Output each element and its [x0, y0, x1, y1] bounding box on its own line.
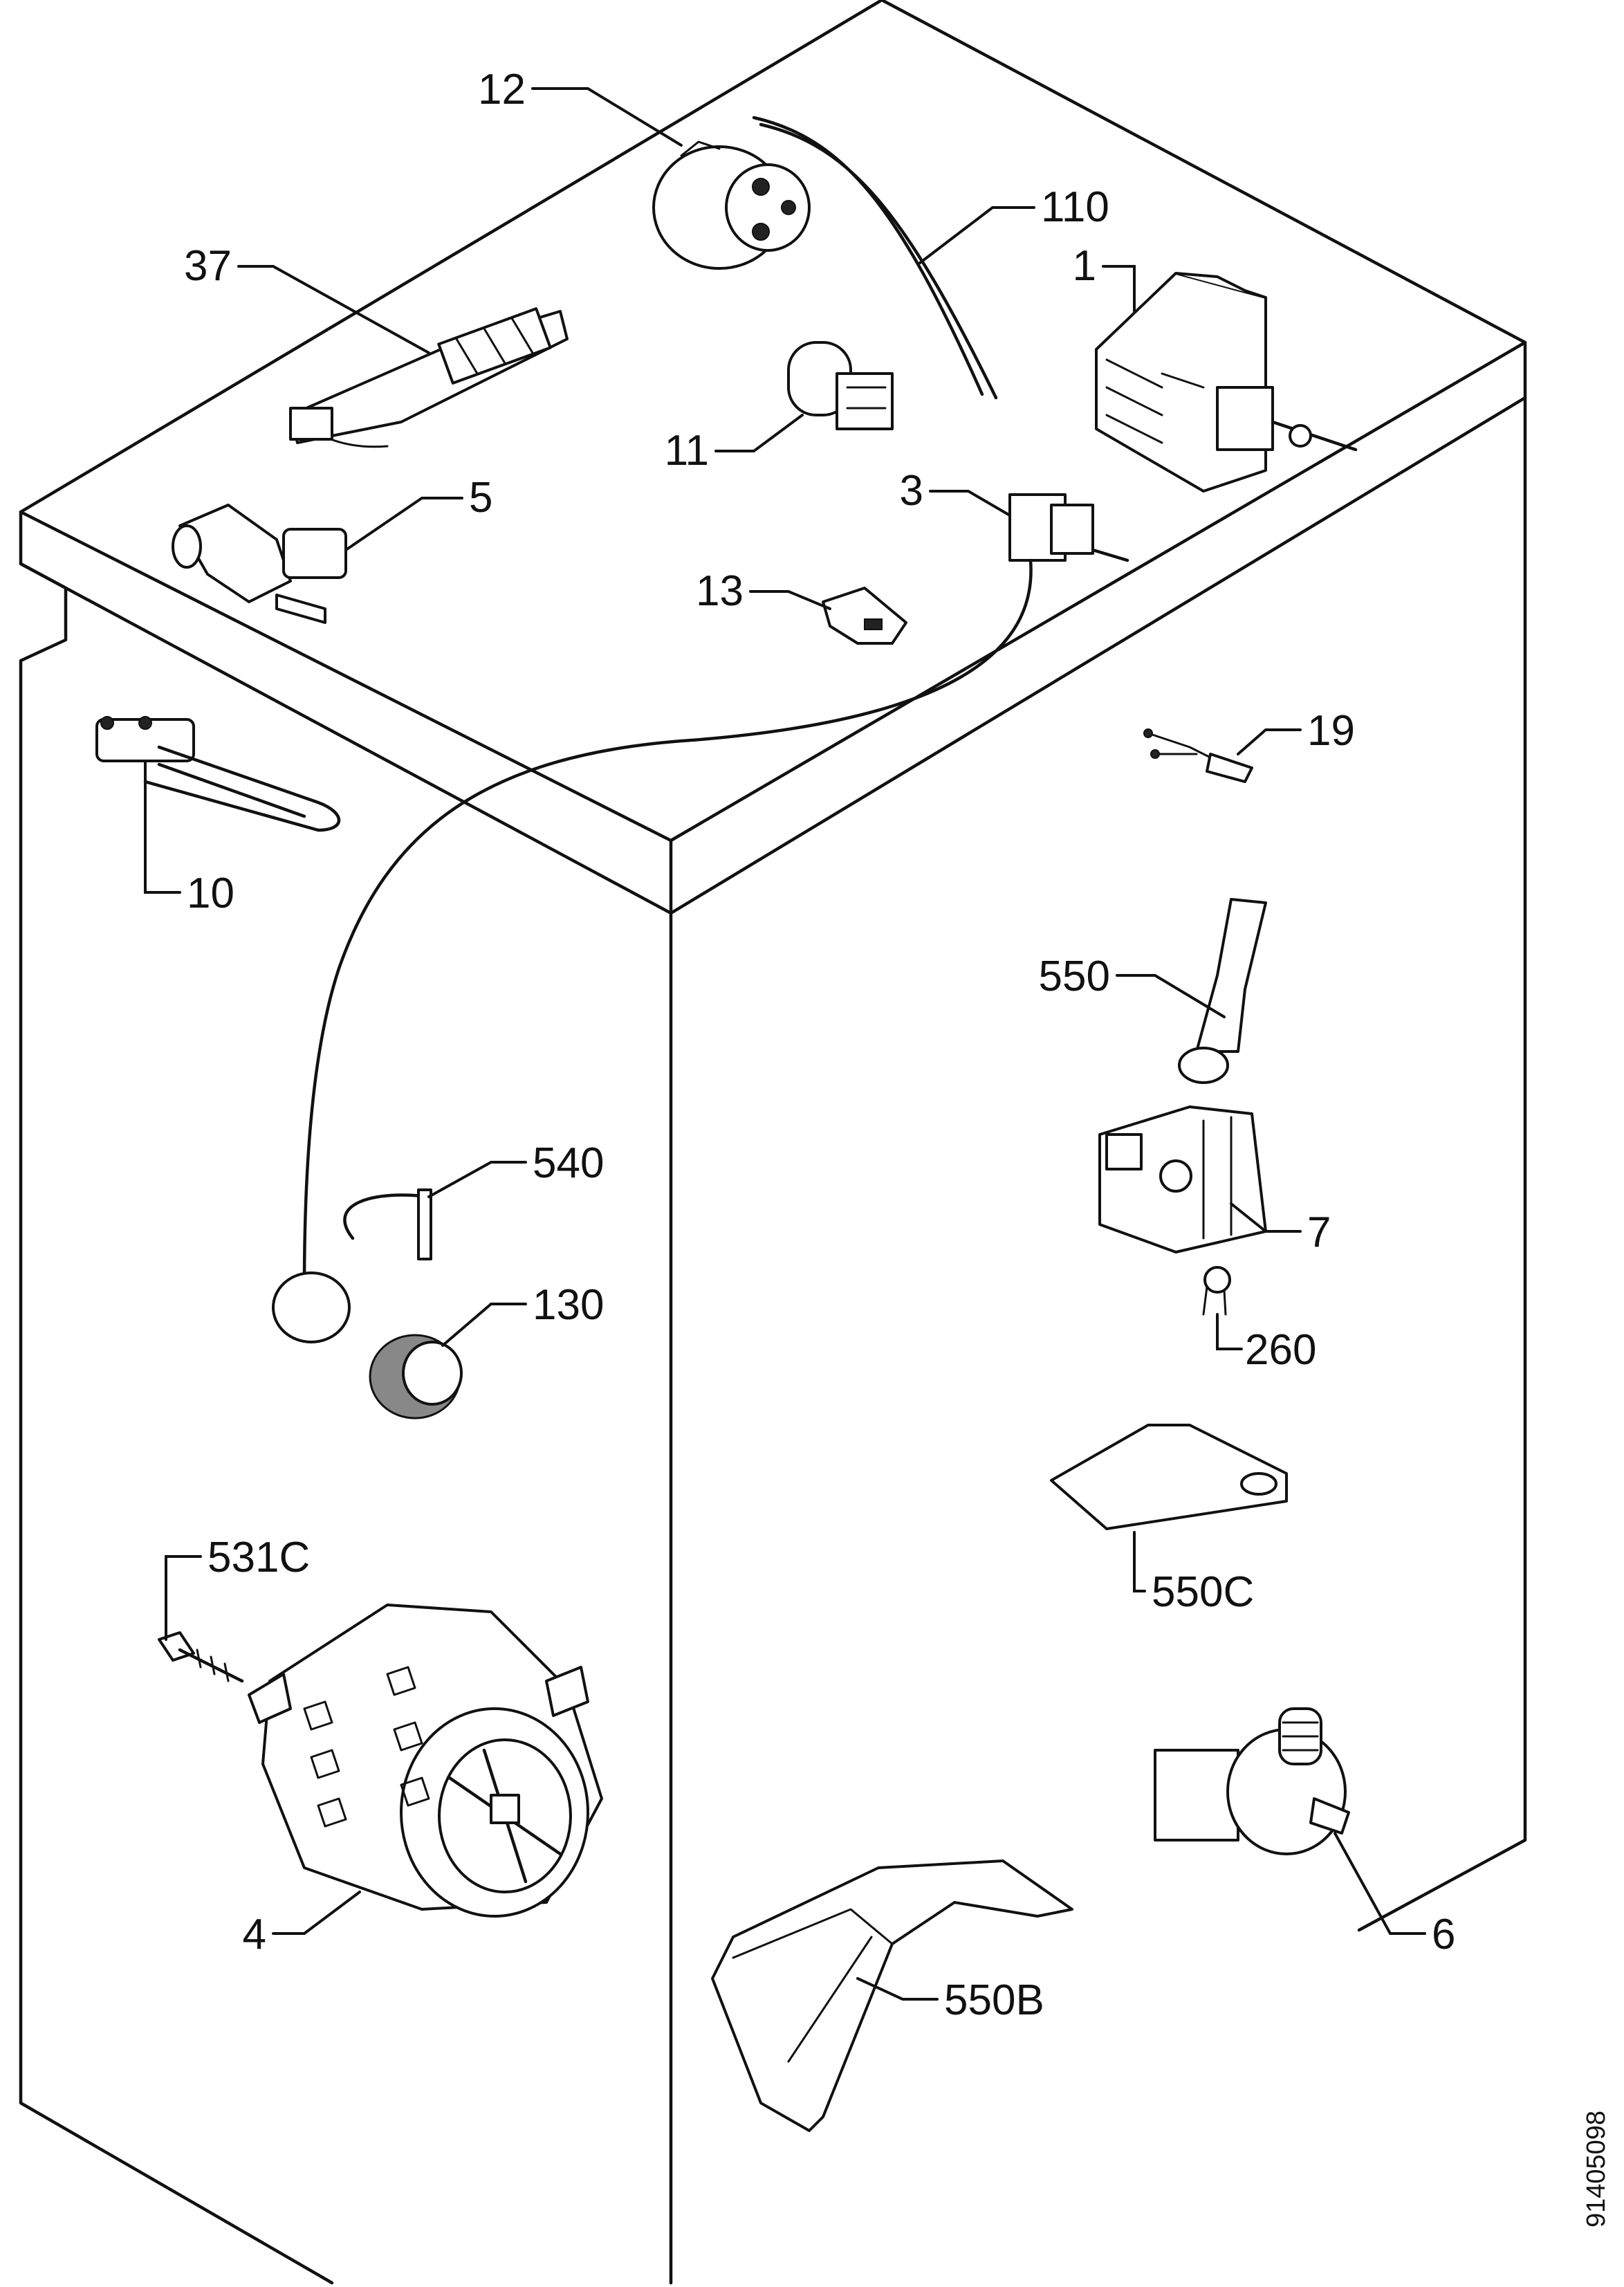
- door-switch-part-3: [272, 493, 1129, 1343]
- door-lock-part-7: [1098, 1105, 1267, 1253]
- label-110: 110: [1041, 183, 1109, 231]
- cabinet-outline: [19, 0, 1527, 2285]
- guard-part-550b: [711, 1859, 1073, 2132]
- label-37: 37: [184, 242, 232, 290]
- switch-block-part-37: [289, 307, 569, 448]
- document-number: 91405098: [1582, 2111, 1611, 2228]
- capacitor-part-11: [787, 341, 894, 430]
- inlet-valve-part-5: [172, 504, 347, 624]
- label-5: 5: [469, 474, 492, 522]
- leader-lines: [144, 87, 1426, 2001]
- label-10: 10: [187, 870, 234, 917]
- drain-pump-part-6: [1154, 1707, 1350, 1855]
- heating-element-part-10: [95, 716, 341, 832]
- lever-part-550: [1178, 898, 1267, 1084]
- label-130: 130: [533, 1281, 604, 1329]
- timer-part-1: [1095, 272, 1358, 493]
- spring-part-260: [1202, 1266, 1231, 1316]
- label-12: 12: [478, 66, 526, 113]
- label-11: 11: [665, 427, 709, 475]
- label-7: 7: [1307, 1209, 1331, 1256]
- label-550b: 550B: [944, 1976, 1044, 2024]
- selector-switch-part-12: [652, 116, 998, 400]
- label-3: 3: [900, 467, 923, 515]
- motor-part-4: [248, 1604, 603, 1918]
- screw-part-531c: [158, 1631, 244, 1683]
- label-1: 1: [1073, 242, 1096, 290]
- label-19: 19: [1307, 707, 1355, 755]
- grommet-part-130: [369, 1334, 463, 1420]
- label-13: 13: [696, 567, 744, 615]
- label-531c: 531C: [207, 1534, 310, 1581]
- label-6: 6: [1432, 1911, 1455, 1958]
- label-260: 260: [1245, 1326, 1316, 1374]
- label-540: 540: [533, 1139, 604, 1187]
- part-labels: 12 110 37 1 11 3 5 13 19 10 550 540 7 13…: [184, 66, 1455, 2024]
- thermistor-part-19: [1143, 728, 1253, 783]
- label-550c: 550C: [1152, 1568, 1254, 1616]
- connector-part-13: [822, 587, 907, 645]
- clamp-part-540: [343, 1188, 432, 1260]
- label-4: 4: [243, 1911, 266, 1958]
- plate-part-550c: [1050, 1424, 1288, 1530]
- label-550: 550: [1039, 953, 1110, 1000]
